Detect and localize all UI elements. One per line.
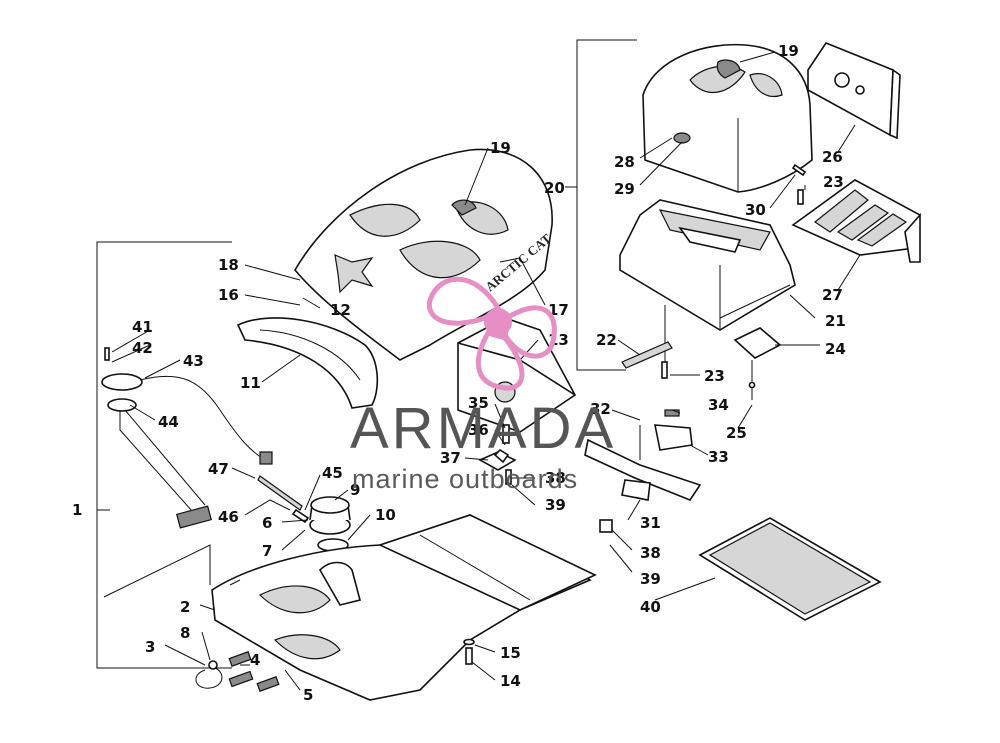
fuel-sender (101, 347, 273, 529)
armada-watermark: ARMADA marine outboards (350, 276, 616, 494)
bolt-23 (661, 361, 668, 379)
bracket-group-1 (96, 241, 232, 669)
callout-12: 12 (330, 301, 351, 319)
callout-31: 31 (640, 514, 661, 532)
storage-tray (619, 199, 796, 331)
callout-40: 40 (640, 598, 661, 616)
callout-45: 45 (322, 464, 343, 482)
seat-base (457, 317, 577, 433)
callout-19-rear-seat: 19 (778, 42, 799, 60)
callout-9: 9 (350, 481, 360, 499)
callout-24: 24 (825, 340, 846, 358)
callout-47: 47 (208, 460, 229, 478)
callout-42: 42 (132, 339, 153, 357)
callout-39-center: 39 (545, 496, 566, 514)
leader-lines (111, 51, 861, 691)
callout-15: 15 (500, 644, 521, 662)
fuel-hoses (195, 651, 280, 692)
callout-34: 34 (708, 396, 729, 414)
drain-plug (465, 647, 473, 665)
rear-seat-cushion (642, 43, 813, 193)
callout-26: 26 (822, 148, 843, 166)
callout-23-upper: 23 (823, 173, 844, 191)
callout-8: 8 (180, 624, 190, 642)
mounting-plate (733, 327, 782, 400)
bolt-23-upper (797, 189, 804, 205)
drain-washer (463, 638, 475, 646)
callout-46: 46 (218, 508, 239, 526)
callout-11: 11 (240, 374, 261, 392)
callout-7: 7 (262, 542, 272, 560)
callout-6: 6 (262, 514, 272, 532)
callout-19-main-seat: 19 (490, 139, 511, 157)
fuel-tank (211, 514, 597, 701)
callout-30: 30 (745, 201, 766, 219)
callout-38-center: 38 (545, 469, 566, 487)
seat-latch (584, 409, 702, 533)
callout-39-right: 39 (640, 570, 661, 588)
propeller-logo (426, 276, 557, 391)
callout-43: 43 (183, 352, 204, 370)
callout-18: 18 (218, 256, 239, 274)
bracket-group-20 (565, 39, 637, 371)
callout-25: 25 (726, 424, 747, 442)
callout-32: 32 (590, 400, 611, 418)
rear-rack (791, 179, 921, 263)
fuel-cap (309, 496, 351, 552)
strap (621, 341, 673, 369)
callout-28: 28 (614, 153, 635, 171)
callout-22: 22 (596, 331, 617, 349)
callout-5: 5 (303, 686, 313, 704)
callout-29: 29 (614, 180, 635, 198)
watermark-brand: ARMADA (350, 396, 616, 461)
callout-3: 3 (145, 638, 155, 656)
rear-backrest-plate (807, 42, 901, 140)
callout-36: 36 (468, 421, 489, 439)
center-fasteners (478, 424, 517, 485)
callout-2: 2 (180, 598, 190, 616)
callout-38-right: 38 (640, 544, 661, 562)
callout-17: 17 (548, 301, 569, 319)
vent-clip (291, 508, 310, 524)
callout-44: 44 (158, 413, 179, 431)
callout-37: 37 (440, 449, 461, 467)
callout-1: 1 (72, 501, 82, 519)
callout-21: 21 (825, 312, 846, 330)
callout-16: 16 (218, 286, 239, 304)
rod-30 (791, 163, 807, 177)
callout-23-lower: 23 (704, 367, 725, 385)
bracket-group-1-inner (103, 544, 211, 598)
vent-hose (257, 475, 303, 511)
callout-10: 10 (375, 506, 396, 524)
watermark-tagline: marine outboards (352, 464, 578, 494)
callout-41: 41 (132, 318, 153, 336)
floor-mat (698, 517, 882, 621)
callout-33: 33 (708, 448, 729, 466)
seat-trim-panel (236, 317, 379, 409)
callout-27: 27 (822, 286, 843, 304)
callout-20: 20 (544, 179, 565, 197)
callout-35: 35 (468, 394, 489, 412)
callout-14: 14 (500, 672, 521, 690)
callout-4: 4 (250, 651, 260, 669)
